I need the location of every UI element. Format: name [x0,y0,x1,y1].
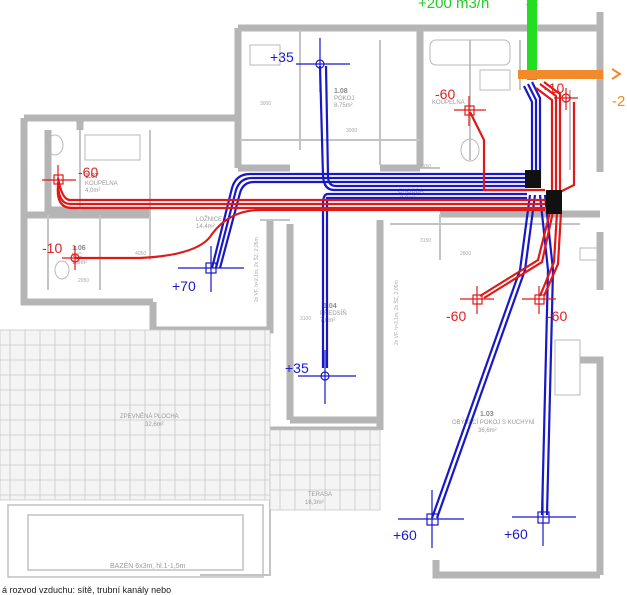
supply-valves [178,38,576,548]
bedroom-name: LOŽNICE [196,215,222,223]
room-106-name: WC [72,253,83,259]
figure-caption: á rozvod vzduchu: sítě, trubní kanály ne… [2,585,172,595]
room-107-name: KOUPELNA [85,181,118,187]
flow-mid-right: -60 [547,308,567,324]
room-106-area: 1,8m² [72,260,87,266]
pool [7,504,264,578]
dim-4: 3000 [260,101,271,107]
room-108-number: 1.08 [334,88,348,95]
dim-6: 2800 [460,251,471,257]
pool-name: BAZÉN 6x3m, hl.1-1,5m [110,561,186,570]
room-104-name: PŘEDSÍŇ [320,309,347,317]
room-103-number: 1.03 [480,411,494,418]
room-107-number: 1.07 [85,173,99,180]
valve-bedroom [178,246,244,292]
main-supply-riser [526,0,538,80]
valve-mid-left [460,286,494,314]
exhaust-outlet-duct [518,68,622,80]
valve-top-bath [454,96,486,126]
thin-walls [47,30,580,576]
valve-left-bath [42,165,76,195]
hall-name: CHODBA [398,189,424,195]
building-walls [20,12,604,579]
paving-name: ZPEVNĚNÁ PLOCHA [120,412,179,420]
wall-note-1: 2x VF, h=2,1m, 2x ŠZ, 2,05m [253,237,260,302]
fixtures [46,39,599,396]
flow-living-left: +60 [393,527,417,543]
dim-3: 2050 [78,278,89,284]
paving-area: 32,6m² [145,422,164,428]
valve-room-top [296,38,350,92]
valve-top-wc [554,88,578,110]
dim-2: 3150 [420,238,431,244]
room-103-area: 36,6m² [478,428,497,434]
valve-living-left [398,490,464,548]
valve-hall [298,350,356,404]
flow-exhaust-right: -2 [612,93,625,110]
dim-8: 2150 [420,164,431,170]
room-108-area: 8,75m² [334,103,353,109]
flow-living-right: +60 [504,526,528,542]
valve-living-right [512,488,576,546]
exhaust-valves [42,88,578,314]
exhaust-ducts [56,81,576,299]
flow-top-wc: -10 [544,80,564,96]
dim-1: 3000 [346,128,357,134]
flow-room-top: +35 [270,49,294,65]
valve-mid-right [522,286,556,314]
paving-pattern [0,329,381,511]
flow-hall: +35 [285,360,309,376]
flow-bedroom: +70 [172,278,196,294]
flow-mid-left: -60 [446,308,466,324]
terrace-name: TERASA [308,492,332,498]
bedroom-area: 14,4m² [196,224,215,230]
room-107-area: 4,0m² [85,188,100,194]
dimensions: 3000 3150 2050 3000 4050 2800 3100 2150 … [78,101,471,345]
terrace-area: 16,3m² [305,500,324,506]
room-108-name: POKOJ [334,96,354,102]
room-103-name: OBÝVACÍ POKOJ S KUCHYNÍ [452,419,535,426]
wall-note-2: 2x VF, h=2,1m, 2x ŠZ, 2,05m [393,280,400,345]
dim-7: 3100 [300,316,311,322]
valve-left-wc [62,246,88,270]
airflow-labels: +200 m3/h -2 -60 -10 -60 -10 -60 -60 +35… [42,0,625,543]
top-bath-name: KOUPELNA [432,100,465,106]
dim-5: 4050 [135,251,146,257]
flow-left-wc: -10 [42,240,62,256]
room-106-number: 1.06 [72,245,86,252]
flow-top-bath: -60 [435,86,455,102]
flow-main-supply: +200 m3/h [418,0,489,12]
room-104-number: 1.04 [323,303,337,310]
flow-left-bath: -60 [78,164,98,180]
